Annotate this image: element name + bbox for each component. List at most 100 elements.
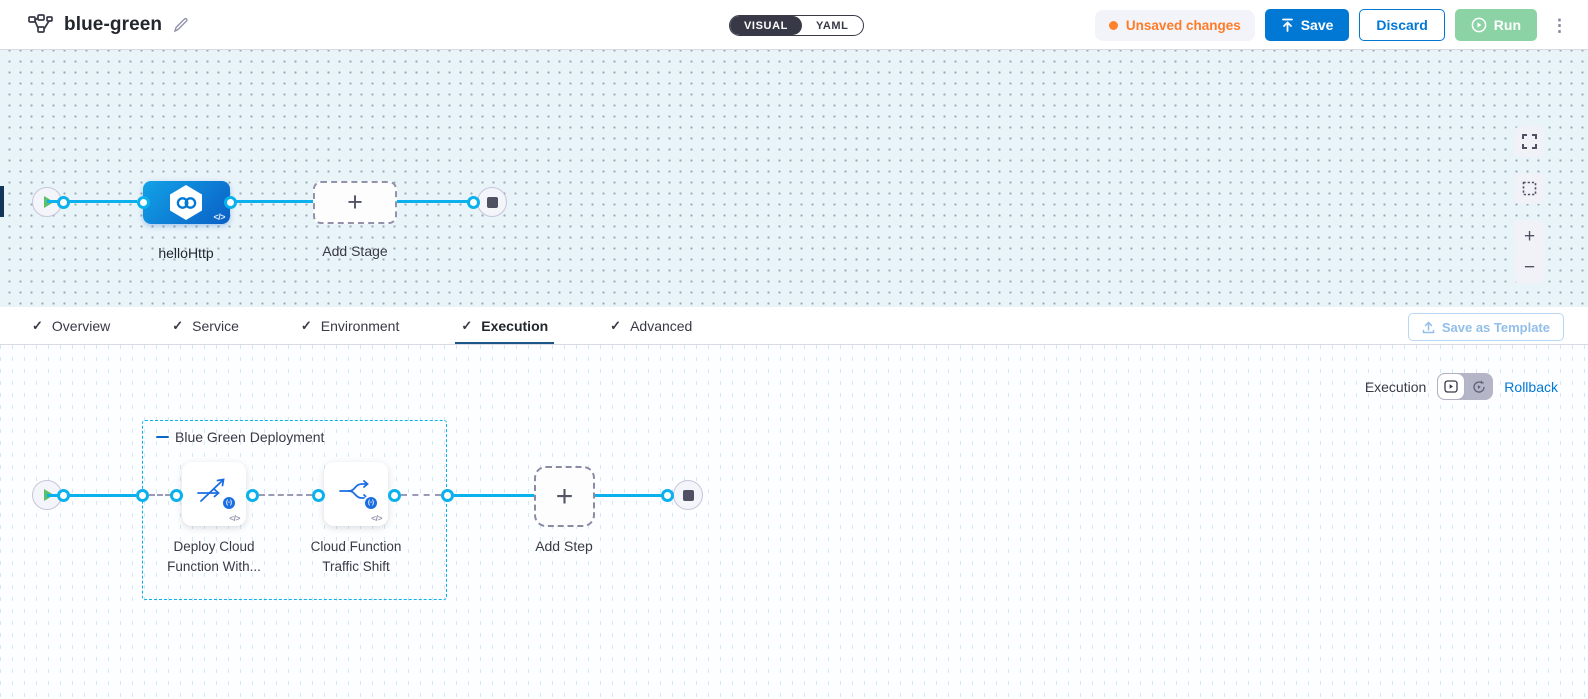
- code-icon: </>: [213, 212, 225, 222]
- edit-pencil-icon[interactable]: [173, 17, 189, 33]
- add-step-label: Add Step: [535, 538, 593, 554]
- step-label: Deploy Cloud Function With...: [167, 539, 261, 574]
- zoom-in-button[interactable]: +: [1523, 226, 1536, 247]
- tab-execution[interactable]: ✓ Execution: [455, 307, 554, 344]
- plus-icon: +: [555, 479, 574, 513]
- toggle-yaml[interactable]: YAML: [802, 16, 863, 35]
- step-connector-dashed: [259, 494, 312, 496]
- code-icon: </>: [229, 513, 240, 523]
- connector-port[interactable]: [136, 489, 149, 502]
- tab-environment[interactable]: ✓ Environment: [301, 307, 400, 344]
- pipeline-icon: [28, 14, 53, 36]
- stage-config-tabbar: ✓ Overview ✓ Service ✓ Environment ✓ Exe…: [0, 307, 1588, 345]
- execution-mode-icon[interactable]: [1437, 373, 1466, 400]
- execution-end-node[interactable]: [673, 480, 703, 510]
- step-group-header: Blue Green Deployment: [156, 429, 324, 445]
- deploy-cloud-function-icon: [196, 477, 230, 505]
- execution-mode-label: Execution: [1364, 378, 1427, 395]
- step-cloud-function-traffic-shift[interactable]: (-) </>: [324, 462, 388, 526]
- stage-connector-line: [397, 200, 477, 203]
- fullscreen-icon: [1522, 134, 1537, 149]
- execution-graph-canvas[interactable]: Execution Rollback: [0, 345, 1588, 699]
- collapse-dash-icon[interactable]: [156, 435, 169, 439]
- stage-graph-canvas[interactable]: </> helloHttp + Add Stage: [0, 50, 1588, 307]
- pipeline-end-node[interactable]: [477, 187, 507, 217]
- tab-service[interactable]: ✓ Service: [172, 307, 239, 344]
- code-icon: </>: [371, 513, 382, 523]
- execution-mode-row: Execution Rollback: [1365, 373, 1558, 400]
- fit-to-screen-button[interactable]: [1514, 173, 1545, 204]
- run-button-label: Run: [1493, 17, 1521, 33]
- execution-rollback-toggle[interactable]: [1437, 373, 1494, 400]
- upload-template-icon: [1422, 320, 1435, 334]
- save-as-template-button[interactable]: Save as Template: [1407, 313, 1564, 341]
- serverless-hexagon-icon: [170, 185, 202, 220]
- check-icon: ✓: [300, 317, 312, 333]
- function-badge-icon: (-): [363, 495, 379, 511]
- step-connector-line: [595, 494, 667, 497]
- tab-label: Service: [192, 317, 239, 334]
- connector-port[interactable]: [224, 196, 237, 209]
- stage-name-label: helloHttp: [158, 245, 214, 261]
- stage-connector-line: [236, 200, 313, 203]
- connector-port[interactable]: [57, 489, 70, 502]
- stage-connector-line: [47, 200, 137, 203]
- tab-label: Execution: [481, 317, 549, 334]
- function-badge-icon: (-): [221, 495, 237, 511]
- rollback-mode-icon[interactable]: [1465, 373, 1493, 400]
- save-button[interactable]: Save: [1264, 9, 1350, 41]
- tab-overview[interactable]: ✓ Overview: [32, 307, 110, 344]
- step-connector-line: [454, 494, 534, 497]
- left-edge-indicator: [0, 186, 4, 217]
- plus-icon: +: [347, 187, 363, 217]
- run-play-icon: [1471, 17, 1487, 33]
- more-options-kebab-icon[interactable]: ⋮: [1551, 15, 1568, 35]
- step-group-blue-green-deployment[interactable]: Blue Green Deployment: [142, 420, 447, 600]
- connector-port[interactable]: [137, 196, 150, 209]
- check-icon: ✓: [610, 317, 622, 333]
- discard-button-label: Discard: [1376, 17, 1428, 33]
- check-icon: ✓: [172, 317, 184, 333]
- unsaved-changes-badge: Unsaved changes: [1094, 9, 1255, 41]
- add-stage-button[interactable]: +: [313, 181, 397, 224]
- connector-port[interactable]: [312, 489, 325, 502]
- rollback-link[interactable]: Rollback: [1504, 378, 1558, 395]
- connector-port[interactable]: [661, 489, 674, 502]
- connector-port[interactable]: [170, 489, 183, 502]
- zoom-out-button[interactable]: −: [1523, 257, 1536, 278]
- zoom-controls: + −: [1514, 220, 1545, 284]
- run-button[interactable]: Run: [1454, 9, 1537, 41]
- save-as-template-label: Save as Template: [1441, 319, 1550, 335]
- step-deploy-cloud-function[interactable]: (-) </>: [182, 462, 246, 526]
- connector-port[interactable]: [246, 489, 259, 502]
- connector-port[interactable]: [467, 196, 480, 209]
- connector-port[interactable]: [441, 489, 454, 502]
- tab-label: Environment: [320, 317, 400, 334]
- connector-port[interactable]: [388, 489, 401, 502]
- top-bar: blue-green VISUAL YAML Unsaved changes: [0, 0, 1588, 50]
- connector-port[interactable]: [57, 196, 70, 209]
- tabs: ✓ Overview ✓ Service ✓ Environment ✓ Exe…: [0, 307, 692, 344]
- stop-square-icon: [486, 196, 498, 208]
- upload-arrow-icon: [1281, 18, 1294, 32]
- add-stage-label: Add Stage: [322, 243, 388, 259]
- stop-square-icon: [682, 489, 694, 501]
- page-title: blue-green: [64, 14, 163, 35]
- visual-yaml-toggle: VISUAL YAML: [729, 15, 864, 36]
- header-actions: Unsaved changes Save Discard: [1094, 0, 1572, 50]
- stage-node-hellohttp[interactable]: </>: [143, 181, 230, 224]
- step-label: Cloud Function Traffic Shift: [310, 539, 402, 574]
- marquee-select-icon: [1522, 181, 1537, 196]
- tab-advanced[interactable]: ✓ Advanced: [610, 307, 692, 344]
- pipeline-title-group: blue-green: [28, 0, 189, 50]
- add-step-button[interactable]: +: [534, 466, 595, 527]
- step-connector-line: [47, 494, 136, 497]
- toggle-visual[interactable]: VISUAL: [730, 16, 802, 35]
- fullscreen-button[interactable]: [1514, 126, 1545, 157]
- unsaved-changes-label: Unsaved changes: [1125, 17, 1241, 33]
- discard-button[interactable]: Discard: [1359, 9, 1445, 41]
- unsaved-dot-icon: [1108, 20, 1118, 30]
- check-icon: ✓: [32, 317, 43, 333]
- step-group-label: Blue Green Deployment: [175, 429, 325, 445]
